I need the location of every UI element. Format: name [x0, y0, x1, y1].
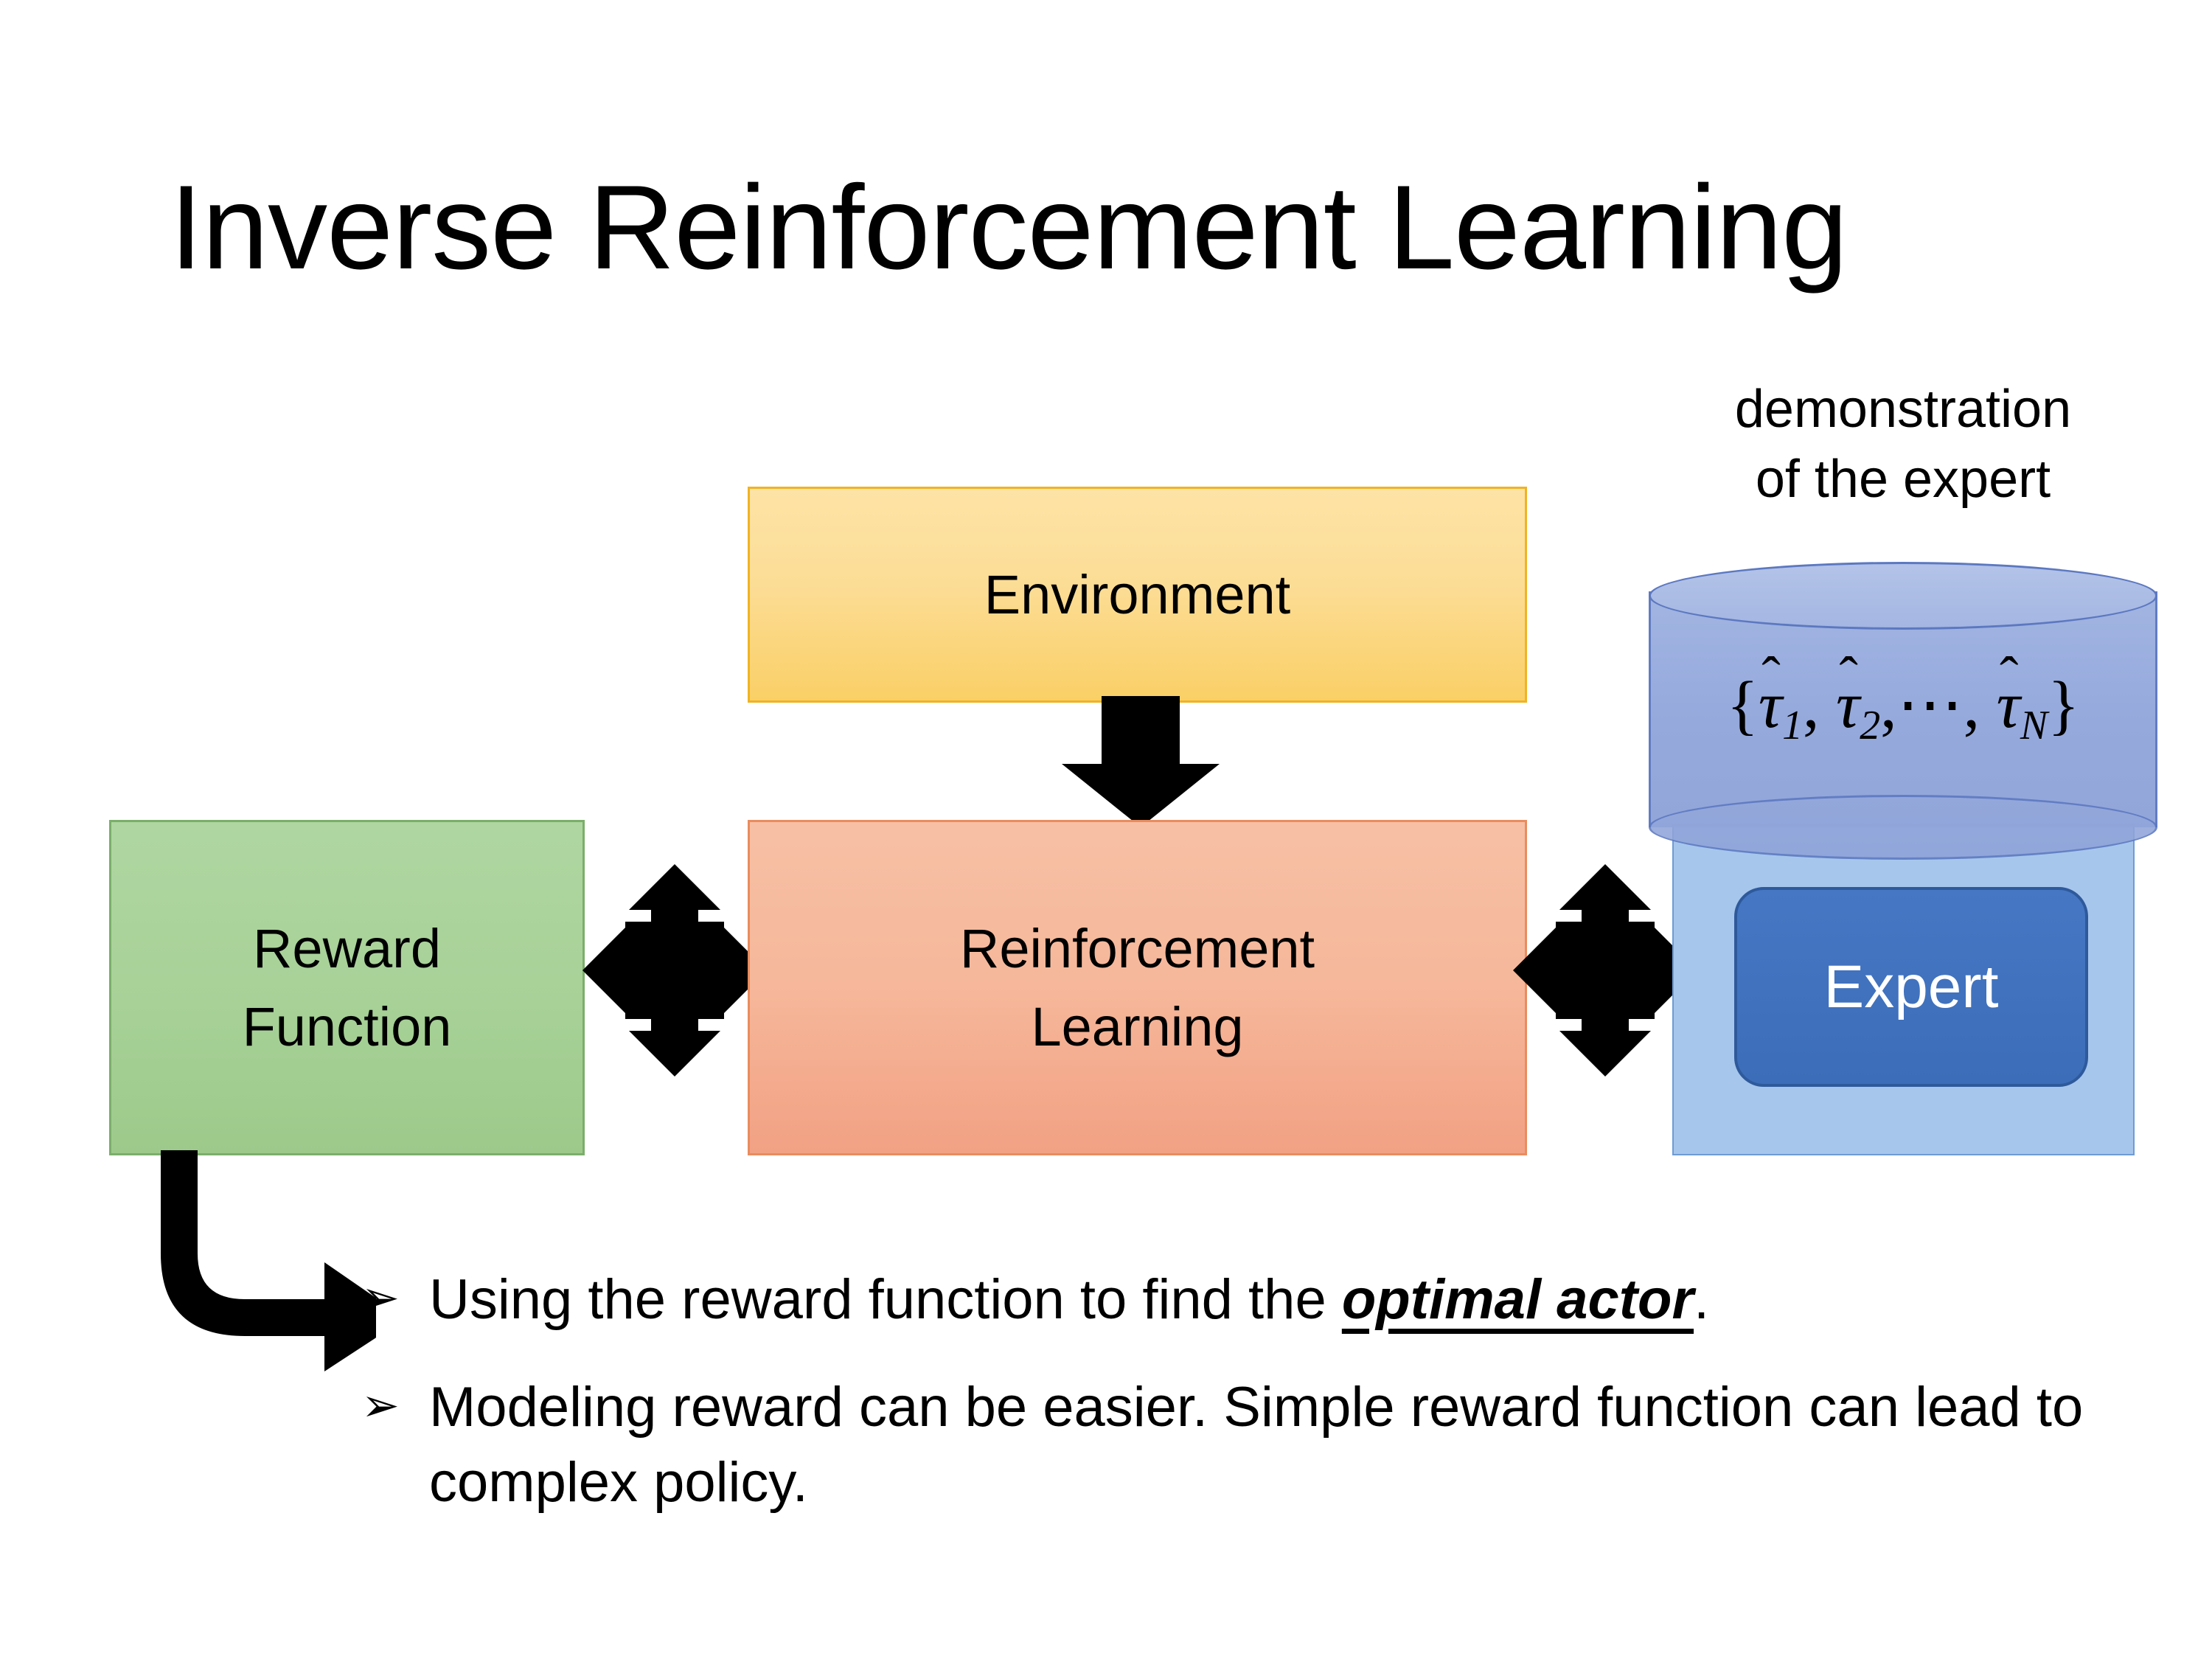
hat-accent-2: ˆ [1839, 644, 1858, 708]
bullet-1-suffix: . [1694, 1268, 1710, 1331]
tau-subscript-n: N [2020, 702, 2048, 748]
page-title: Inverse Reinforcement Learning [170, 161, 1848, 294]
formula-close-brace: } [2048, 669, 2080, 742]
formula-comma-2: , [1880, 669, 1897, 742]
cylinder-top-ellipse [1649, 562, 2157, 630]
bullet-list: ➢ Using the reward function to find the … [361, 1262, 2116, 1552]
tau-glyph-2: τ [1836, 669, 1860, 742]
bullet-1-prefix: Using the reward function to find the [429, 1268, 1342, 1331]
cylinder-bottom-ellipse [1649, 795, 2157, 860]
hat-accent-1: ˆ [1761, 644, 1781, 708]
quad-arrow-icon-right [1513, 864, 1697, 1077]
quad-arrow-icon-left [582, 864, 767, 1077]
reinforcement-learning-box: Reinforcement Learning [748, 820, 1527, 1155]
reinforcement-learning-box-label: Reinforcement Learning [959, 918, 1315, 1057]
tau-subscript-2: 2 [1860, 702, 1881, 748]
formula-comma-3: , [1963, 669, 1980, 742]
down-arrow-icon [1062, 696, 1220, 827]
list-item: ➢ Modeling reward can be easier. Simple … [361, 1370, 2116, 1520]
tau-glyph-n: τ [1996, 669, 2020, 742]
formula-open-brace: { [1726, 669, 1759, 742]
reward-function-box: Reward Function [109, 820, 585, 1155]
bullet-text-1: Using the reward function to find the op… [429, 1262, 2116, 1338]
bullet-marker-icon: ➢ [361, 1377, 400, 1432]
bent-arrow-icon [161, 1150, 376, 1371]
formula-comma-1: , [1803, 669, 1820, 742]
tau-glyph-1: τ [1758, 669, 1783, 742]
environment-box: Environment [748, 487, 1527, 703]
reward-function-box-label: Reward Function [242, 918, 452, 1057]
formula-ellipsis: ⋯ [1896, 669, 1964, 742]
hat-accent-n: ˆ [2000, 644, 2019, 708]
tau-subscript-1: 1 [1782, 702, 1804, 748]
bullet-text-2: Modeling reward can be easier. Simple re… [429, 1375, 2084, 1514]
bullet-marker-icon: ➢ [361, 1270, 400, 1324]
bullet-1-emphasis: optimal actor [1341, 1268, 1694, 1331]
cylinder-body [1649, 591, 2157, 827]
expert-button-label: Expert [1823, 953, 1999, 1020]
demonstration-caption: demonstration of the expert [1734, 380, 2072, 509]
environment-box-label: Environment [984, 563, 1291, 625]
expert-button: Expert [1734, 887, 2088, 1087]
list-item: ➢ Using the reward function to find the … [361, 1262, 2116, 1338]
